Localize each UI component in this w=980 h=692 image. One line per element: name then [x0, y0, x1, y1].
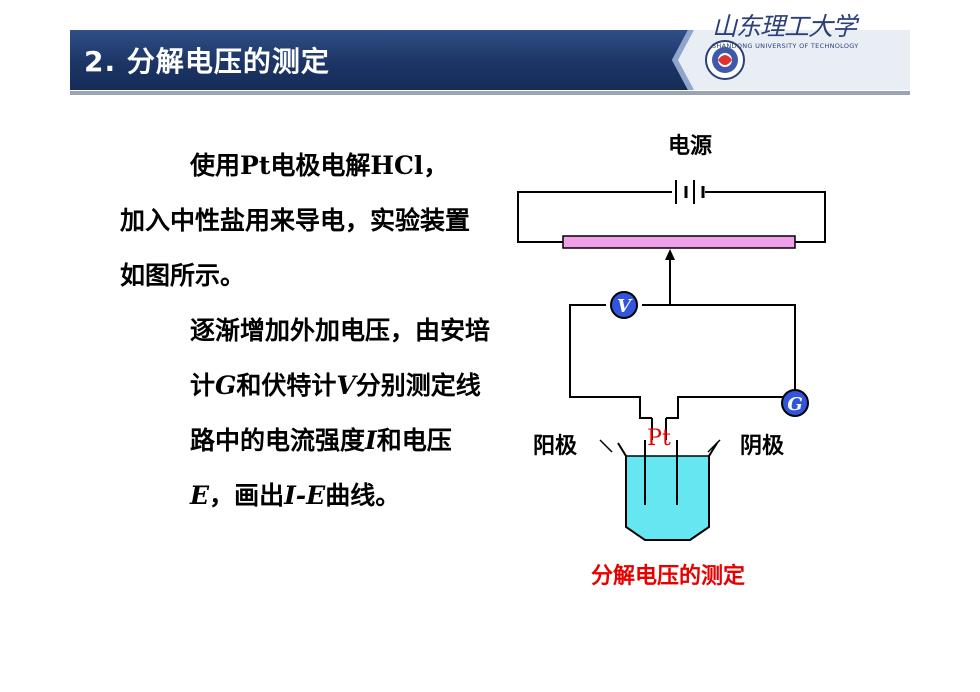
text-i: I: [365, 426, 377, 455]
power-label: 电源: [668, 134, 712, 159]
text-g: G: [215, 371, 237, 400]
text-hcl: HCl: [370, 151, 424, 180]
header-underline: [70, 91, 910, 95]
university-seal-icon: [705, 40, 745, 80]
text-span: 曲线。: [325, 481, 401, 510]
pt-electrodes: [644, 418, 678, 505]
logo-panel-edge: [672, 30, 694, 90]
text-span: 和伏特计: [236, 371, 337, 400]
measuring-circuit: [569, 304, 796, 419]
paragraph-1: 使用Pt电极电解HCl，: [120, 138, 500, 193]
paragraph-2: 逐渐增加外加电压，由安培计G和伏特计V分别测定线路中的电流强度I和电压 E，画出I…: [120, 303, 490, 523]
university-logo-subtitle: SHANDONG UNIVERSITY OF TECHNOLOGY: [712, 42, 859, 50]
text-span: 使用: [190, 151, 241, 180]
body-text: 使用Pt电极电解HCl， 加入中性盐用来导电，实验装置如图所示。 逐渐增加外加电…: [120, 138, 500, 523]
cathode-label: 阴极: [740, 434, 785, 459]
paragraph-1-cont: 加入中性盐用来导电，实验装置如图所示。: [120, 206, 471, 290]
voltmeter-label: V: [617, 296, 633, 317]
power-circuit: [517, 191, 826, 243]
beaker: [617, 442, 718, 541]
voltmeter-icon: V: [610, 291, 638, 319]
text-pt: Pt: [240, 151, 271, 180]
rheostat-slider-arrow: [665, 249, 675, 305]
text-span: 和电压: [376, 426, 452, 455]
diagram-caption: 分解电压的测定: [591, 563, 745, 589]
battery-icon: [675, 180, 705, 204]
ammeter-label: G: [787, 394, 802, 415]
text-ie: I-E: [284, 481, 326, 510]
pt-electrode-label: Pt: [647, 426, 671, 451]
ammeter-icon: G: [781, 389, 809, 417]
rheostat: [562, 235, 796, 249]
cathode-pointer: [707, 439, 721, 453]
text-span: 分别测定线路中的电流强度: [190, 371, 481, 455]
text-span: 逐渐增加外加电压，由安培计: [190, 316, 491, 400]
anode-pointer: [599, 439, 613, 453]
text-span: 电极电解: [270, 151, 371, 180]
text-span: ，: [423, 151, 449, 180]
anode-label: 阳极: [533, 434, 578, 459]
text-span: ，画出: [209, 481, 285, 510]
university-logo-text: 山东理工大学: [712, 12, 857, 41]
text-v: V: [336, 371, 356, 400]
text-e: E: [190, 481, 210, 510]
slide-title: 2. 分解电压的测定: [84, 45, 330, 78]
